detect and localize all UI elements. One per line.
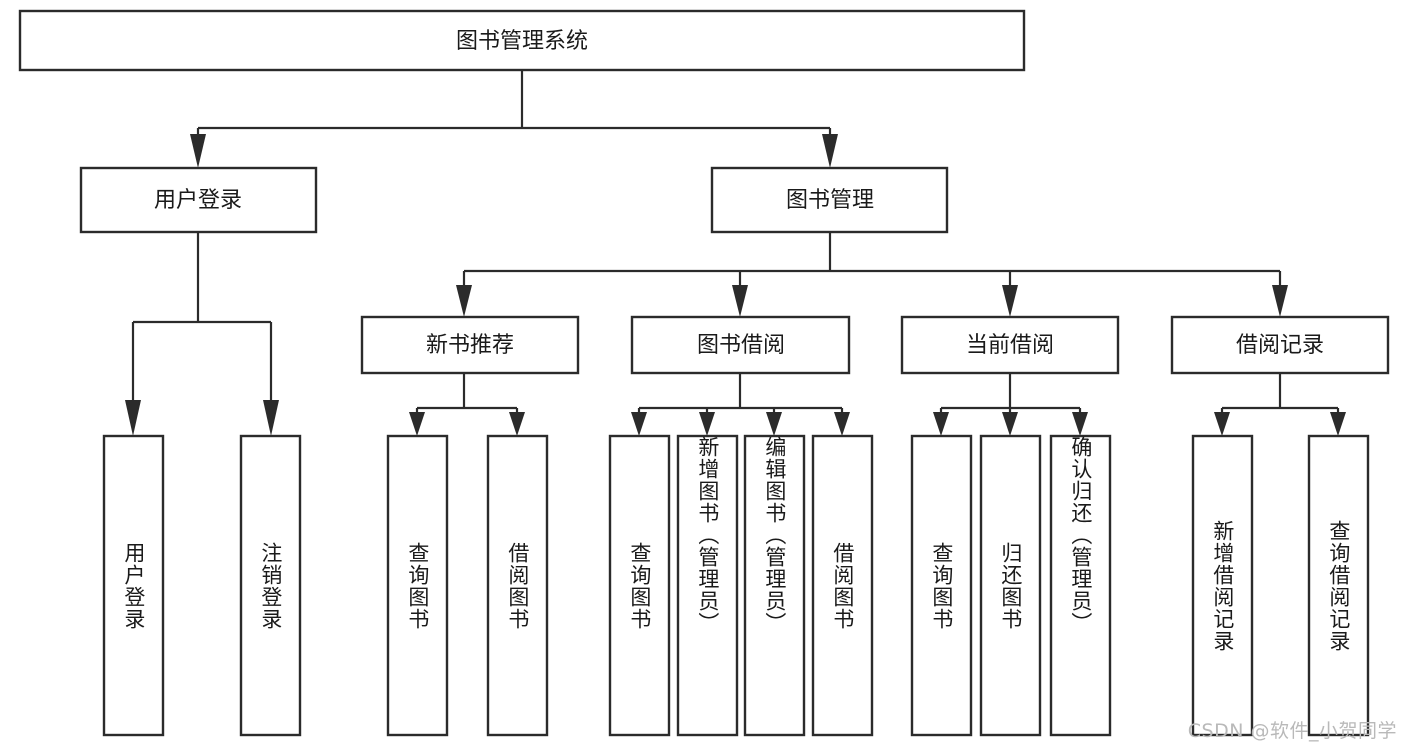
leaf-box-br-add-record[interactable]	[1191, 434, 1254, 737]
arrow-nbr-leaf-2	[509, 412, 525, 436]
arrow-cb-leaf-3	[1072, 412, 1088, 436]
node-new-book-rec-label: 新书推荐	[426, 333, 514, 358]
leaf-box-bb-add-book[interactable]	[676, 434, 739, 737]
node-book-borrow-label: 图书借阅	[697, 333, 785, 358]
node-borrow-record-box[interactable]	[1170, 315, 1390, 375]
node-user-login-label: 用户登录	[154, 188, 242, 213]
arrow-cb-leaf-1	[933, 412, 949, 436]
connector-group-book-manage	[456, 232, 1288, 317]
node-user-login[interactable]: 用户登录	[79, 166, 318, 234]
node-current-borrow[interactable]: 当前借阅	[900, 315, 1120, 375]
node-root[interactable]: 图书管理系统	[18, 9, 1026, 72]
leaf-box-br-query-record[interactable]	[1307, 434, 1370, 737]
node-book-borrow-box[interactable]	[630, 315, 851, 375]
node-book-manage-label: 图书管理	[786, 188, 874, 213]
node-current-borrow-box[interactable]	[900, 315, 1120, 375]
arrow-br-leaf-1	[1214, 412, 1230, 436]
connector-group-new-book-rec	[409, 373, 525, 436]
node-book-borrow[interactable]: 图书借阅	[630, 315, 851, 375]
arrow-br-leaf-2	[1330, 412, 1346, 436]
node-borrow-record-label: 借阅记录	[1236, 333, 1324, 358]
arrow-bb-leaf-2	[699, 412, 715, 436]
arrow-to-book-manage	[822, 134, 838, 168]
node-user-login-box[interactable]	[79, 166, 318, 234]
node-root-label: 图书管理系统	[456, 29, 588, 54]
arrow-to-leaf-logout	[263, 400, 279, 436]
arrow-bb-leaf-3	[766, 412, 782, 436]
leaf-box-bb-edit-book[interactable]	[743, 434, 806, 737]
arrow-cb-leaf-2	[1002, 412, 1018, 436]
arrow-to-user-login	[190, 134, 206, 168]
connector-group-user-login	[125, 232, 279, 436]
leaf-box-nbr-borrow-book[interactable]	[486, 434, 549, 737]
leaf-box-cb-query-book[interactable]	[910, 434, 973, 737]
leaf-box-user-login[interactable]	[102, 434, 165, 737]
connector-group-root	[190, 70, 838, 168]
node-new-book-rec-box[interactable]	[360, 315, 580, 375]
connector-group-book-borrow	[631, 373, 850, 436]
leaf-box-bb-query-book[interactable]	[608, 434, 671, 737]
arrow-to-current-borrow	[1002, 285, 1018, 317]
connector-group-borrow-record	[1214, 373, 1346, 436]
node-book-manage[interactable]: 图书管理	[710, 166, 949, 234]
arrow-bb-leaf-1	[631, 412, 647, 436]
node-new-book-rec[interactable]: 新书推荐	[360, 315, 580, 375]
arrow-to-book-borrow	[732, 285, 748, 317]
leaf-boxes	[102, 434, 1370, 737]
leaf-box-cb-confirm-return[interactable]	[1049, 434, 1112, 737]
arrow-bb-leaf-4	[834, 412, 850, 436]
leaf-box-cb-return-book[interactable]	[979, 434, 1042, 737]
leaf-box-bb-borrow-book[interactable]	[811, 434, 874, 737]
arrow-to-borrow-record	[1272, 285, 1288, 317]
csdn-watermark: CSDN @软件_小贺同学	[1187, 720, 1397, 742]
leaf-box-nbr-query-book[interactable]	[386, 434, 449, 737]
leaf-box-logout[interactable]	[239, 434, 302, 737]
node-book-manage-box[interactable]	[710, 166, 949, 234]
connector-group-current-borrow	[933, 373, 1088, 436]
arrow-to-new-book-rec	[456, 285, 472, 317]
node-borrow-record[interactable]: 借阅记录	[1170, 315, 1390, 375]
node-current-borrow-label: 当前借阅	[966, 333, 1054, 358]
arrow-nbr-leaf-1	[409, 412, 425, 436]
node-root-box[interactable]	[18, 9, 1026, 72]
arrow-to-leaf-user-login	[125, 400, 141, 436]
